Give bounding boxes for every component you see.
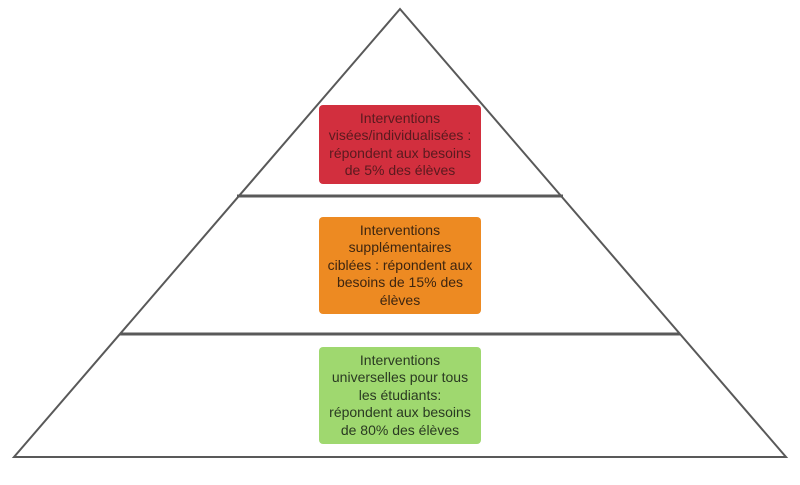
tier-middle-line: ciblées : répondent aux	[327, 256, 473, 273]
tier-bottom-line: universelles pour tous	[331, 369, 469, 386]
tier-top-line: Interventions	[359, 109, 441, 126]
tier-top-line: répondent aux besoins	[329, 144, 471, 161]
tier-top-line: de 5% des élèves	[344, 162, 456, 178]
tier-middle-line: supplémentaires	[348, 239, 452, 256]
tier-top-line: visées/individualisées :	[328, 127, 472, 143]
tier-middle-line: besoins de 15% des	[336, 274, 464, 291]
tier-bottom-line: de 80% des élèves	[340, 421, 460, 438]
tier-top-box: Interventions visées/individualisées : r…	[319, 105, 481, 184]
tier-middle-line: Interventions	[359, 221, 441, 238]
tier-middle-box: Interventions supplémentaires ciblées : …	[319, 217, 481, 314]
tier-middle-line: élèves	[379, 291, 421, 308]
tier-bottom-line: les étudiants:	[358, 386, 442, 403]
tier-bottom-line: Interventions	[359, 351, 441, 368]
tier-bottom-line: répondent aux besoins	[329, 404, 471, 421]
tier-bottom-box: Interventions universelles pour tous les…	[319, 347, 481, 444]
